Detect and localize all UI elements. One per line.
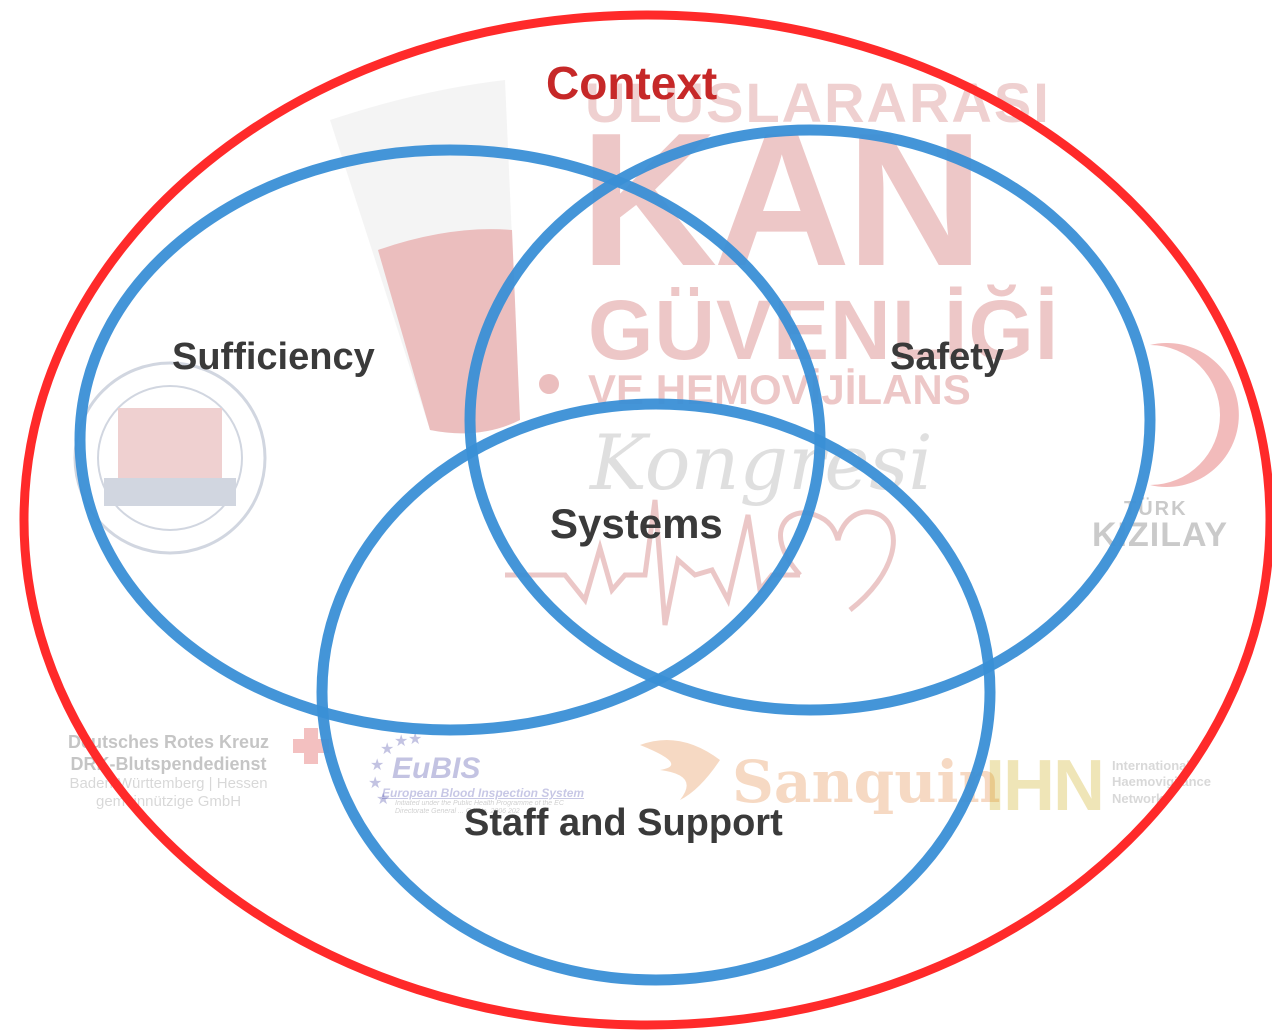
watermark-congress-line3: GÜVENLİĞİ <box>588 283 1060 377</box>
drk-line2: DRK-Blutspendedienst <box>70 753 267 774</box>
watermark-congress-line1: ULUSLARARASI <box>585 71 1051 134</box>
context-label: Context <box>546 57 718 109</box>
eubis-logo-subtitle: European Blood Inspection System <box>382 786 585 800</box>
heartbeat-line-icon <box>505 499 800 626</box>
sufficiency-label: Sufficiency <box>172 336 375 378</box>
blood-drop-dot <box>539 374 559 394</box>
ihn-sub-line1: International <box>1112 758 1191 773</box>
eubis-logo-name: EuBIS <box>392 752 481 785</box>
red-crescent-logo <box>1150 343 1239 487</box>
staff-support-label: Staff and Support <box>464 802 783 844</box>
heart-icon <box>778 509 896 612</box>
svg-text:★: ★ <box>376 789 390 808</box>
safety-circle <box>464 124 1156 716</box>
drk-line1: Deutsches Rotes Kreuz <box>68 732 270 752</box>
eubis-small-line2: Directorate General ... GA No. 2006 202 <box>395 808 520 816</box>
ihn-sub-line3: Network <box>1112 790 1164 806</box>
watermark-congress-line5: Kongresi <box>590 418 933 507</box>
svg-text:★: ★ <box>370 755 384 774</box>
red-cross-logo <box>293 728 329 764</box>
eubis-logo-small: Initiated under the Public Health Progra… <box>395 800 564 816</box>
svg-text:★: ★ <box>394 731 408 750</box>
svg-text:★: ★ <box>368 773 382 792</box>
pelican-icon <box>640 740 720 800</box>
blood-bag-icon <box>330 80 520 434</box>
staff-support-circle <box>316 398 996 986</box>
university-seal-logo <box>73 361 267 555</box>
blood-bag-fill <box>378 229 520 434</box>
context-outer-ellipse <box>19 10 1272 1030</box>
svg-text:★: ★ <box>380 739 394 758</box>
ihn-logo-text: IHN <box>985 746 1105 826</box>
safety-label: Safety <box>890 336 1005 378</box>
systems-label: Systems <box>550 500 723 547</box>
sanquin-logo-text: Sanquin <box>732 748 1001 816</box>
eubis-small-line1: Initiated under the Public Health Progra… <box>395 800 564 807</box>
sufficiency-circle <box>74 144 826 736</box>
